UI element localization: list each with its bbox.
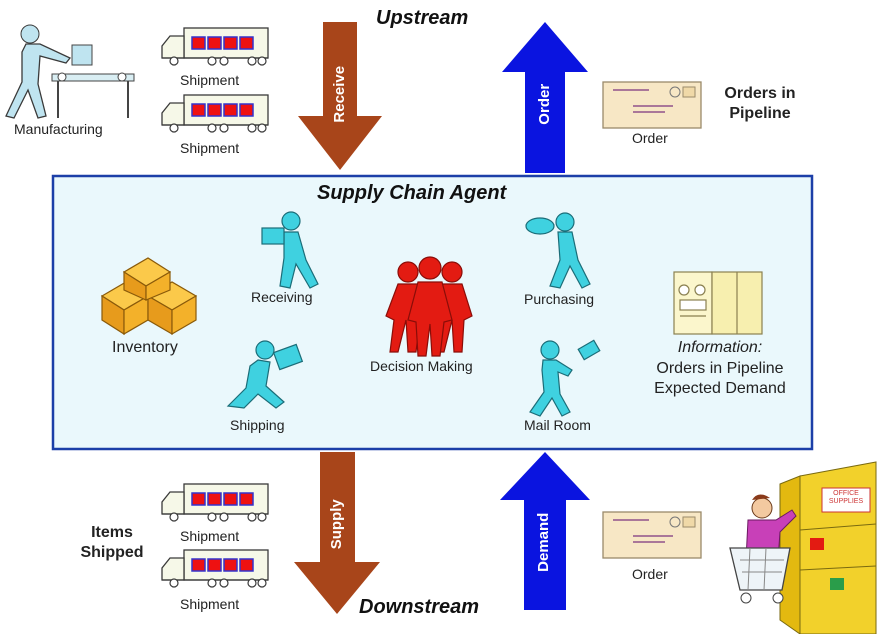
mail-room-label: Mail Room (524, 417, 591, 433)
orders-pipeline-line2: Pipeline (729, 104, 791, 122)
receive-arrow (298, 22, 382, 170)
shipping-worker-icon (226, 340, 304, 409)
information-label: Information: Orders in Pipeline Expected… (632, 339, 808, 398)
inventory-icon (100, 257, 198, 336)
receiving-label: Receiving (251, 289, 313, 305)
inventory-label: Inventory (112, 339, 178, 356)
orders-pipeline-label: Orders in Pipeline (712, 85, 808, 122)
receiving-worker-icon (261, 211, 319, 289)
order-label-top: Order (632, 130, 668, 146)
information-heading: Information: (677, 339, 763, 356)
shipment-label-top-2: Shipment (180, 140, 240, 156)
shipment-label-bottom-1: Shipment (180, 528, 240, 544)
order-arrow (502, 22, 588, 173)
demand-arrow (500, 452, 590, 610)
truck-icon-bottom-1 (161, 483, 269, 522)
order-label-bottom: Order (632, 566, 668, 582)
mail-room-worker-icon (529, 339, 601, 417)
store-sign-label: OFFICE SUPPLIES (828, 490, 864, 506)
manufacturing-icon (5, 24, 135, 119)
downstream-title: Downstream (359, 596, 480, 618)
purchasing-worker-icon (525, 212, 591, 289)
purchasing-label: Purchasing (524, 291, 595, 307)
shipment-label-top-1: Shipment (180, 72, 240, 88)
shipment-label-bottom-2: Shipment (180, 596, 240, 612)
manufacturing-label: Manufacturing (14, 121, 103, 137)
store-shopper-icon (729, 461, 877, 634)
demand-arrow-label: Demand (534, 512, 552, 572)
items-shipped-line1: Items (91, 524, 133, 541)
truck-icon-top-1 (161, 27, 269, 66)
upstream-title: Upstream (376, 7, 469, 29)
order-letter-icon-top (602, 81, 702, 129)
information-line2: Expected Demand (654, 380, 786, 398)
items-shipped-line2: Shipped (80, 543, 144, 561)
items-shipped-label: Items Shipped (80, 524, 144, 561)
truck-icon-top-2 (161, 94, 269, 133)
truck-icon-bottom-2 (161, 549, 269, 588)
order-letter-icon-bottom (602, 511, 702, 559)
shipping-label: Shipping (230, 417, 285, 433)
agent-title: Supply Chain Agent (317, 182, 507, 204)
supply-arrow (294, 452, 380, 614)
decision-making-label: Decision Making (370, 358, 473, 374)
orders-pipeline-line1: Orders in (724, 85, 796, 102)
information-cabinet-icon (673, 271, 763, 335)
order-arrow-label: Order (535, 83, 553, 125)
information-line1: Orders in Pipeline (656, 359, 784, 377)
decision-making-icon (385, 256, 473, 357)
receive-arrow-label: Receive (330, 65, 348, 123)
supply-arrow-label: Supply (327, 499, 345, 550)
